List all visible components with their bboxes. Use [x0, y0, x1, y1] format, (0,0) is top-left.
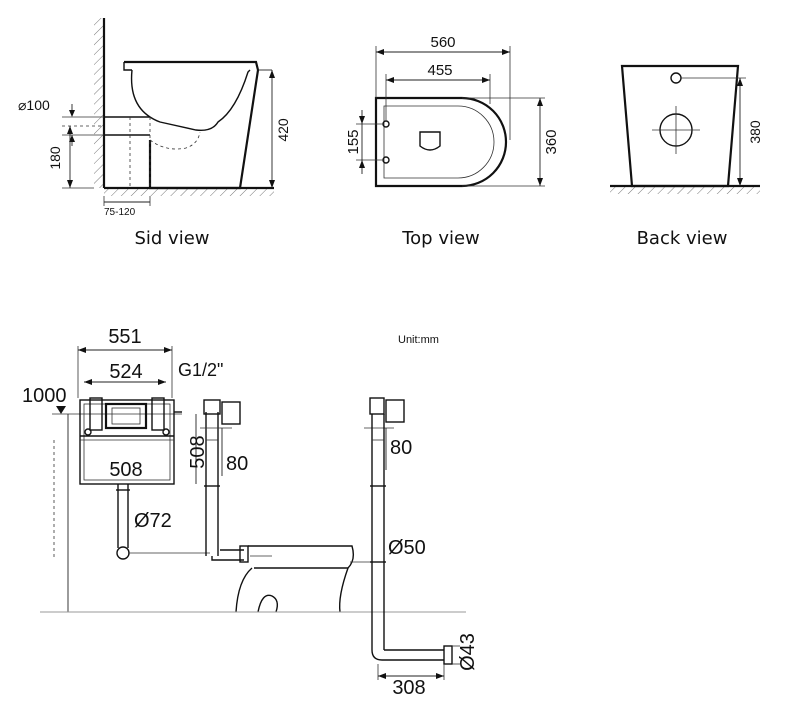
bowl-opening	[419, 131, 441, 151]
dim-100-label: ⌀100	[18, 97, 50, 113]
back-floor-hatch	[610, 186, 760, 194]
side-view: 420 ⌀100 180 75-120 Sid view	[18, 18, 291, 249]
dim-155-label: 155	[345, 129, 362, 154]
install-vertical-pipe: 80 Ø50 Ø43 308	[364, 397, 479, 699]
dia-72-label: Ø72	[134, 510, 172, 532]
dim-455-label: 455	[427, 62, 452, 79]
toilet-top-outline	[374, 96, 508, 188]
outlet-cap	[443, 645, 453, 665]
inlet-hole	[670, 72, 682, 84]
dim-360-label: 360	[543, 129, 560, 154]
pan-foot	[257, 594, 279, 613]
flush-bend	[116, 546, 130, 560]
wall-hatch	[94, 18, 104, 188]
cistern-frame	[79, 399, 175, 485]
inlet-label: G1/2"	[178, 360, 223, 380]
dim-80-b-label: 80	[390, 437, 412, 459]
pipe-wall-bracket	[385, 399, 405, 423]
dim-551-label: 551	[108, 326, 141, 348]
dim-380-label: 380	[747, 120, 763, 144]
unit-label: Unit:mm	[398, 334, 439, 346]
frame-bracket-left	[89, 397, 103, 431]
dim-offset-label: 75-120	[104, 207, 136, 218]
back-view: 380 Back view	[610, 64, 763, 249]
dim-508-outer-label: 508	[187, 435, 209, 468]
bowl-inner	[130, 69, 251, 132]
dim-524-label: 524	[109, 361, 142, 383]
pan-connector	[239, 545, 249, 563]
dim-180-label: 180	[47, 146, 63, 170]
dim-1000-label: 1000	[22, 385, 67, 407]
dim-560-label: 560	[430, 34, 455, 51]
pan-rim	[248, 545, 355, 569]
dim-308-label: 308	[392, 677, 425, 699]
toilet-back-outline	[620, 64, 740, 188]
back-view-label: Back view	[637, 228, 728, 249]
pan-base-left	[235, 567, 253, 613]
side-view-label: Sid view	[134, 228, 209, 249]
dia-50-label: Ø50	[388, 537, 426, 559]
trap-dashed	[149, 131, 201, 150]
wall-bracket	[221, 401, 241, 425]
seat-edge	[123, 62, 132, 71]
install-pan	[40, 545, 466, 613]
toilet-top-rim	[383, 105, 495, 179]
frame-bracket-right	[151, 397, 165, 431]
dim-508-inner-label: 508	[109, 459, 142, 481]
install-cistern: 1000 551 524 G1/2" 508	[22, 326, 223, 612]
top-view: 560 455 360 155 Top view	[345, 34, 560, 249]
dim-420-label: 420	[275, 118, 291, 142]
flush-plate-opening	[104, 402, 148, 430]
toilet-body	[124, 60, 260, 190]
pan-base-right	[338, 567, 349, 613]
dim-80-label: 80	[226, 453, 248, 475]
top-view-label: Top view	[401, 228, 480, 249]
level-marker	[56, 406, 66, 414]
install-frame-side: 508 80	[187, 399, 249, 563]
dia-43-label: Ø43	[457, 633, 479, 671]
floor-hatch	[104, 188, 274, 196]
